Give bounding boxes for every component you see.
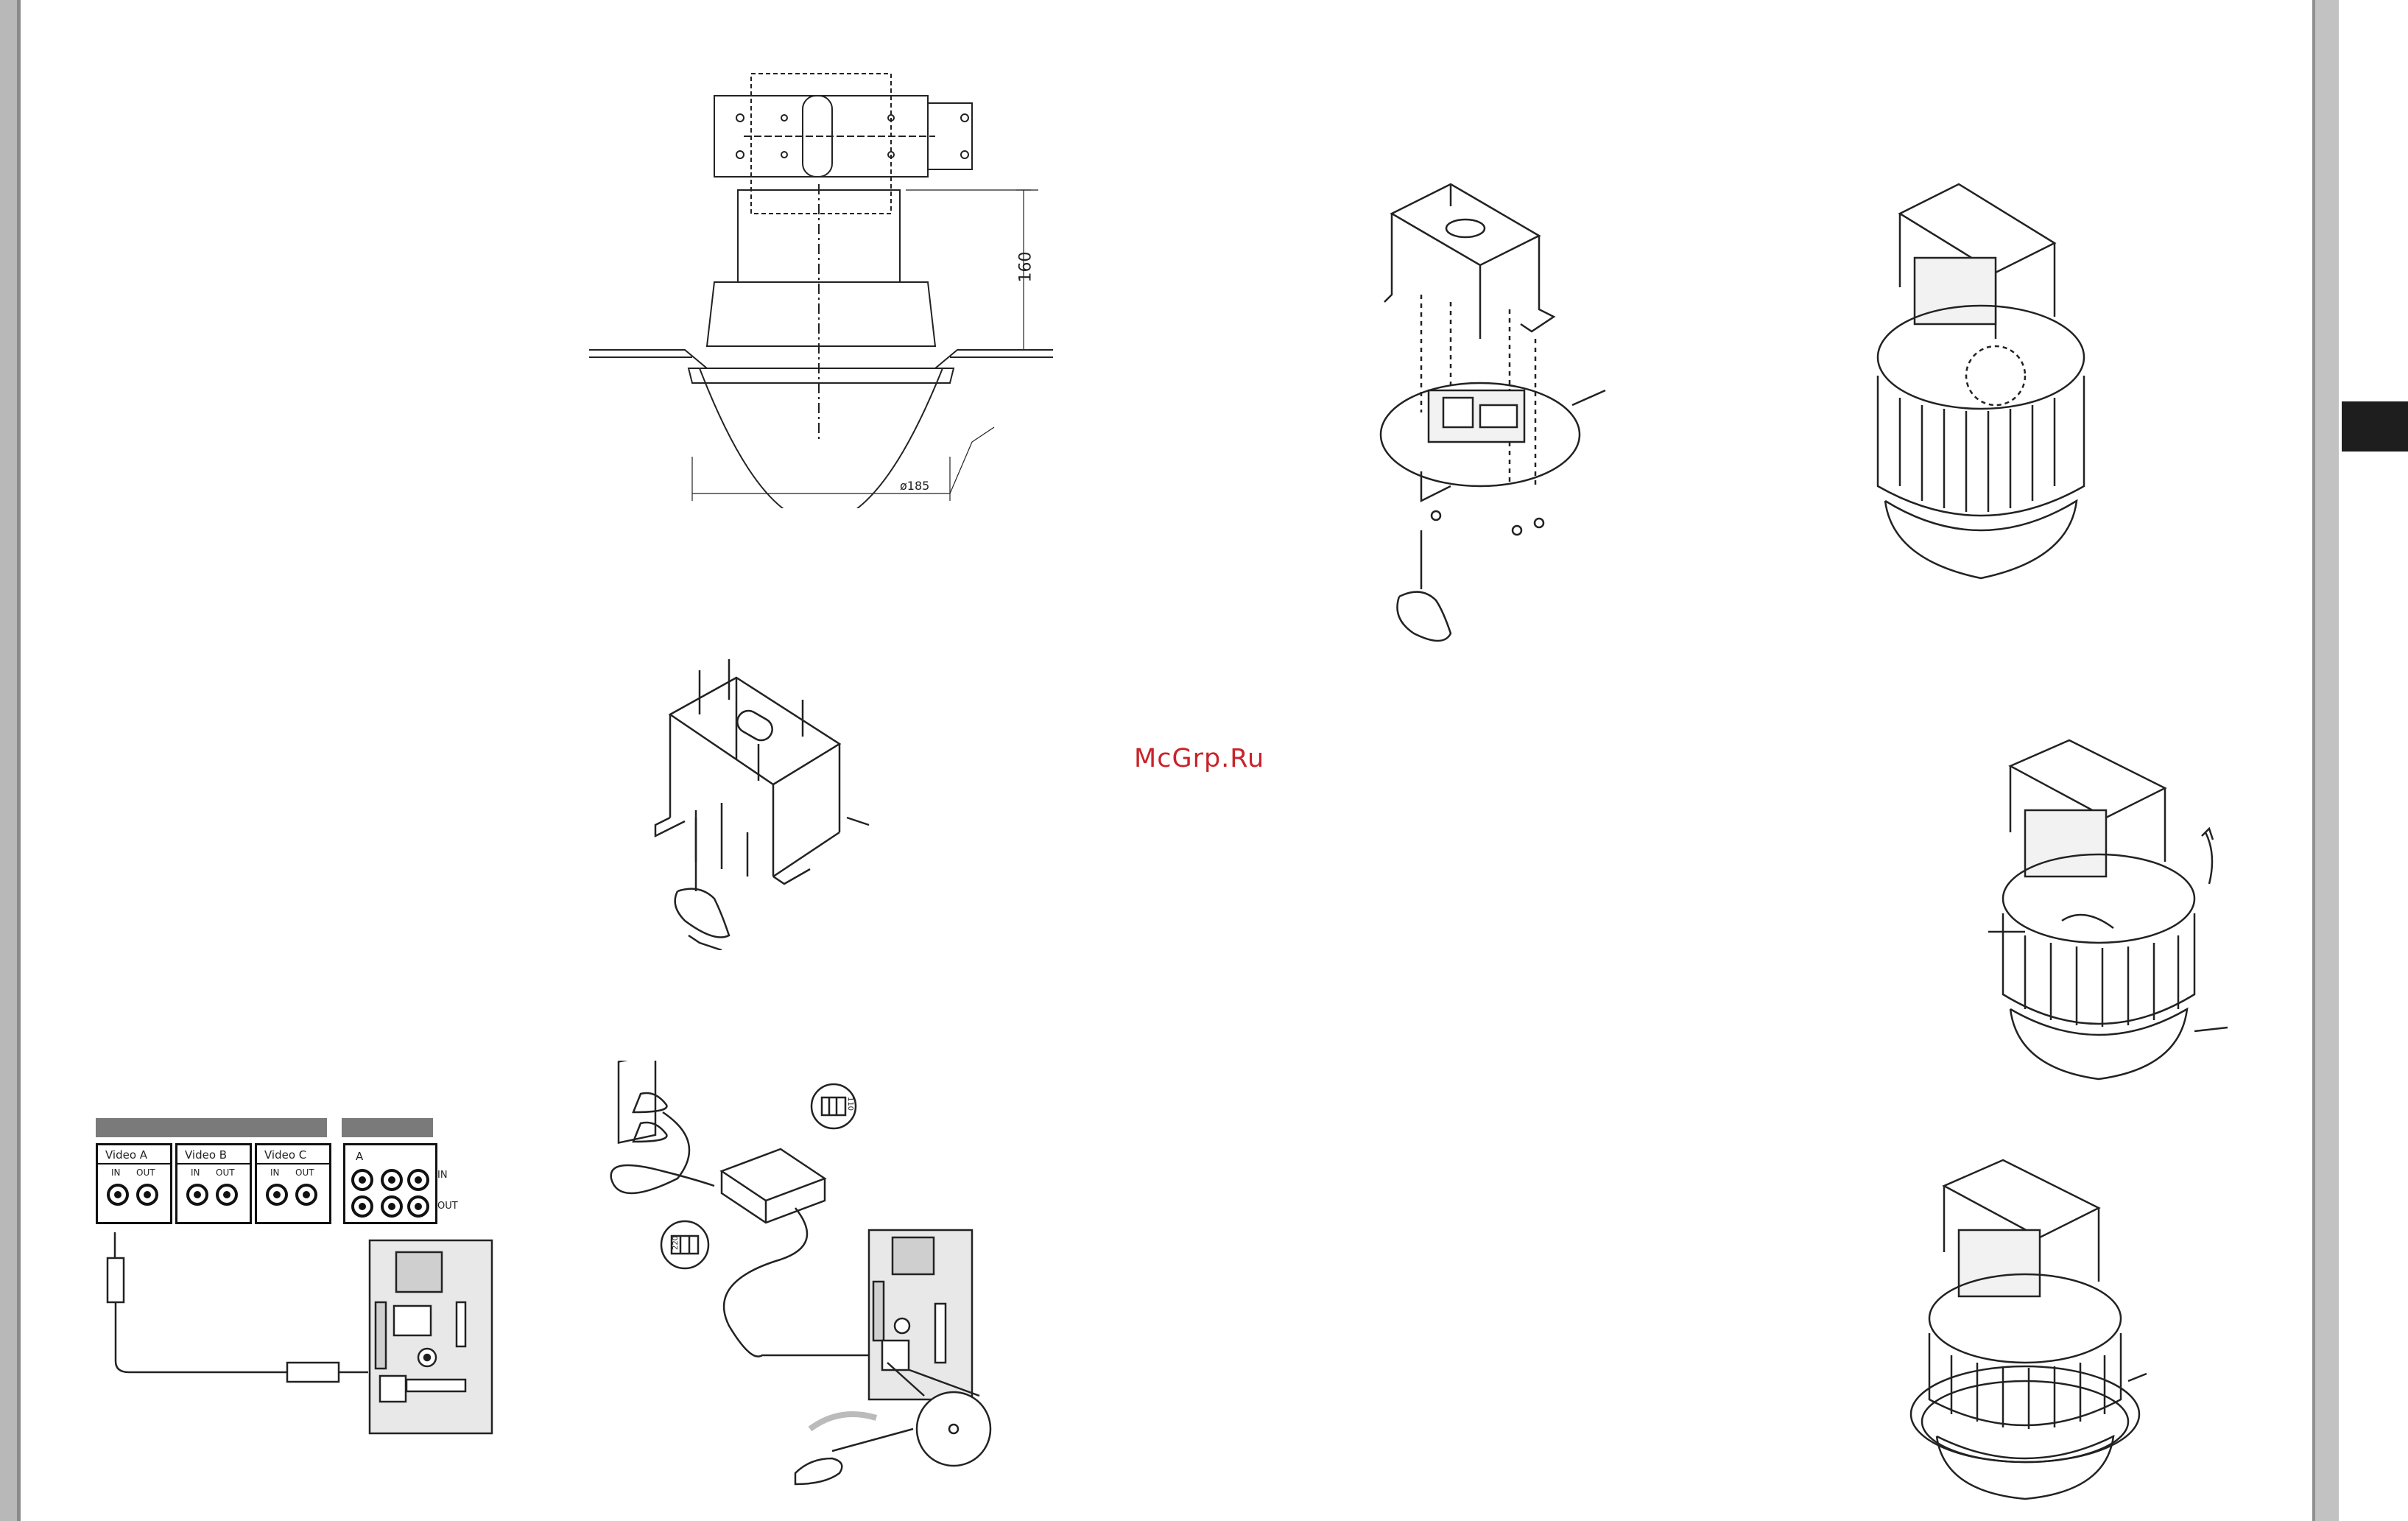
watermark-text: McGrp.Ru <box>1134 744 1289 781</box>
video-b-out-label: OUT <box>216 1167 235 1178</box>
voltage-110-label: 110 <box>846 1097 854 1111</box>
video-b-in-label: IN <box>191 1167 200 1178</box>
panel-header-inputs <box>96 1118 327 1137</box>
monitor-jack-1[interactable] <box>351 1169 373 1191</box>
video-c-title: Video C <box>257 1147 329 1165</box>
monitor-in-label: IN <box>437 1170 448 1181</box>
height-dimension-label: 160 <box>1017 252 1035 283</box>
panel-header-monitor <box>342 1118 433 1137</box>
video-connection-panel: Video A IN OUT Video B IN OUT Video C IN… <box>94 1118 440 1229</box>
voltage-220-label: 220 <box>672 1236 680 1250</box>
dimension-drawing: 160 ø185 <box>582 59 1090 508</box>
monitor-jack-2[interactable] <box>381 1169 403 1191</box>
video-b-title: Video B <box>177 1147 250 1165</box>
right-page-border <box>2312 0 2339 1521</box>
video-b-in-jack[interactable] <box>186 1184 208 1206</box>
video-b-out-jack[interactable] <box>216 1184 238 1206</box>
camera-assembly-drawing-2 <box>1988 737 2231 1090</box>
monitor-a-label: A <box>356 1150 363 1163</box>
camera-assembly-drawing-3 <box>1907 1156 2158 1503</box>
video-a-in-jack[interactable] <box>107 1184 129 1206</box>
diameter-dimension-label: ø185 <box>900 479 929 493</box>
monitor-jack-5[interactable] <box>407 1169 429 1191</box>
left-page-border <box>0 0 21 1521</box>
video-c-out-jack[interactable] <box>295 1184 317 1206</box>
monitor-jack-4[interactable] <box>381 1195 403 1218</box>
monitor-jack-6[interactable] <box>407 1195 429 1218</box>
video-a-title: Video A <box>98 1147 170 1165</box>
video-c-in-label: IN <box>270 1167 280 1178</box>
video-a-in-label: IN <box>111 1167 121 1178</box>
video-a-box: Video A IN OUT <box>96 1143 172 1224</box>
camera-assembly-drawing-1 <box>1870 177 2091 589</box>
video-a-out-jack[interactable] <box>136 1184 158 1206</box>
video-c-in-jack[interactable] <box>266 1184 288 1206</box>
monitor-jack-3[interactable] <box>351 1195 373 1218</box>
bracket-baseplate-drawing <box>1362 177 1635 656</box>
power-adapter-drawing: 110 220 <box>589 1061 1001 1503</box>
video-b-box: Video B IN OUT <box>175 1143 252 1224</box>
video-cable-board-drawing <box>103 1229 501 1442</box>
section-tab-marker <box>2342 401 2408 452</box>
bracket-screw-drawing <box>626 656 906 950</box>
video-c-box: Video C IN OUT <box>255 1143 331 1224</box>
monitor-input-box: A <box>343 1143 437 1224</box>
video-a-out-label: OUT <box>136 1167 155 1178</box>
video-c-out-label: OUT <box>295 1167 314 1178</box>
monitor-out-label: OUT <box>437 1201 458 1212</box>
